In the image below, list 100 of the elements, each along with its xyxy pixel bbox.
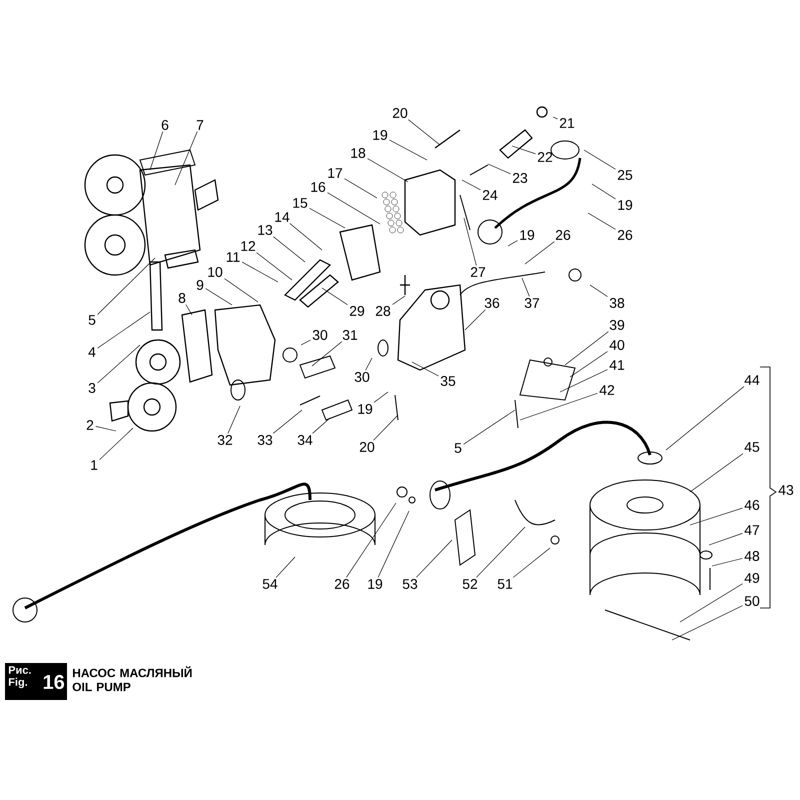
callout-number: 19 (373, 130, 388, 140)
callout-number: 33 (258, 435, 272, 445)
callout-number: 29 (350, 306, 364, 316)
callout-number: 36 (484, 298, 500, 308)
leader-line (186, 304, 192, 316)
callout-number: 3 (88, 383, 96, 393)
leader-line (584, 150, 616, 170)
leader-line (374, 392, 388, 403)
leader-line (464, 218, 477, 266)
callout-number: 23 (512, 173, 528, 183)
callout-number: 53 (402, 579, 418, 589)
callout-number: 48 (744, 551, 760, 561)
callout-number: 14 (275, 212, 290, 222)
leader-line (97, 258, 156, 315)
callout-number: 39 (610, 320, 624, 330)
callout-number: 15 (293, 198, 308, 208)
callout-number: 41 (610, 360, 624, 370)
callout-number: 25 (618, 170, 632, 180)
callout-number: 10 (208, 267, 222, 277)
callout-number: 31 (342, 330, 358, 340)
leader-line (97, 344, 140, 384)
leader-line (564, 331, 609, 366)
leader-line (389, 140, 428, 160)
leader-line (392, 296, 406, 305)
callout-number: 26 (334, 579, 350, 589)
leader-line (276, 556, 296, 578)
leader-line (242, 262, 278, 282)
callout-number: 22 (538, 152, 552, 162)
leader-line (344, 178, 378, 198)
callout-number: 4 (88, 347, 96, 357)
leader-line (463, 410, 516, 445)
callout-number: 50 (744, 596, 760, 606)
leader-line (150, 131, 164, 170)
leader-line (378, 510, 410, 578)
leader-line (365, 358, 372, 371)
leader-line (590, 284, 608, 297)
leader-line (560, 369, 608, 392)
leader-line (708, 533, 743, 546)
callout-number: 49 (744, 573, 760, 583)
leader-line (672, 605, 743, 640)
leader-line (666, 386, 744, 450)
leader-line (99, 428, 134, 460)
callout-number: 19 (520, 230, 534, 240)
leader-line (416, 540, 452, 578)
leader-line (512, 548, 550, 578)
callout-number: 43 (778, 485, 794, 495)
callout-number: 54 (262, 579, 278, 589)
leader-line (312, 418, 330, 434)
callout-number: 9 (196, 280, 204, 290)
callout-number: 51 (498, 579, 512, 589)
leader-line (322, 288, 348, 306)
leader-line (690, 508, 743, 526)
leader-line (462, 180, 481, 190)
callout-number: 24 (482, 190, 498, 200)
leader-line (174, 131, 198, 186)
callout-number: 47 (744, 525, 760, 535)
callout-number: 21 (560, 118, 574, 128)
callout-number: 30 (354, 372, 370, 382)
leader-line (290, 223, 322, 250)
leader-line (552, 116, 558, 120)
callout-number: 1 (91, 460, 98, 470)
callout-number: 17 (328, 168, 342, 178)
leader-line (690, 453, 744, 492)
callout-number: 19 (368, 579, 382, 589)
callout-number: 2 (86, 420, 94, 430)
leader-line (412, 362, 439, 376)
callout-number: 19 (618, 200, 632, 210)
leader-line (312, 341, 342, 366)
leader-line (272, 410, 302, 434)
callout-number: 46 (744, 500, 760, 510)
callout-number: 40 (610, 340, 624, 350)
callout-number: 16 (311, 182, 326, 192)
leader-line (224, 278, 258, 302)
callout-number: 26 (618, 230, 632, 240)
leader-line (488, 164, 511, 174)
callout-number: 8 (178, 293, 186, 303)
callout-number: 34 (298, 435, 312, 445)
callout-number: 13 (258, 225, 272, 235)
callout-number: 28 (376, 306, 390, 316)
leader-line (346, 502, 396, 578)
callout-number: 6 (162, 120, 168, 130)
leader-line (508, 240, 518, 246)
callout-number: 18 (351, 148, 366, 158)
leader-line (327, 192, 380, 224)
title: НАСОС МАСЛЯНЫЙ OIL PUMP (72, 666, 192, 692)
callout-number: 35 (440, 376, 456, 386)
callout-number: 20 (392, 108, 408, 118)
leader-line (309, 208, 346, 228)
leader-line (588, 212, 616, 230)
callout-number: 32 (218, 435, 232, 445)
callout-number: 52 (462, 579, 478, 589)
leader-line (408, 119, 440, 146)
leader-line (273, 236, 306, 262)
callout-number: 20 (360, 442, 374, 452)
leader-line (464, 309, 486, 330)
callout-number: 37 (524, 298, 540, 308)
leader-line (512, 146, 536, 154)
leader-line (520, 392, 598, 420)
leader-line (228, 406, 240, 434)
callout-number: 42 (600, 385, 614, 395)
